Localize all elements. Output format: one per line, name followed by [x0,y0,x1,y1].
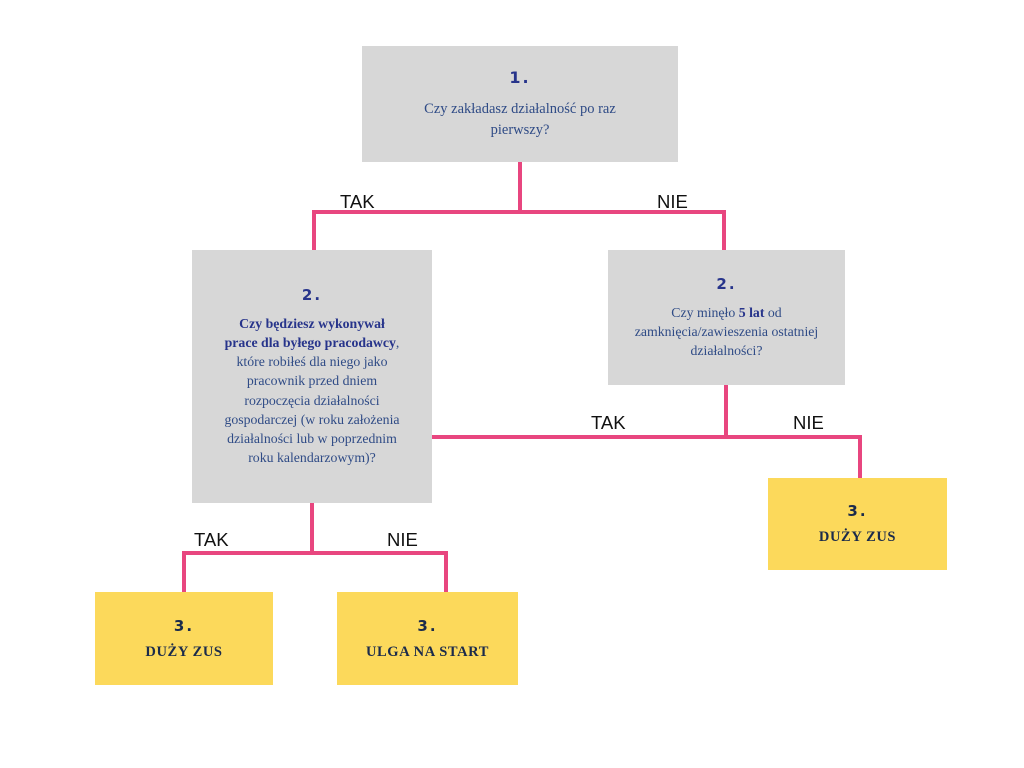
node-2-left-question-emphasis: Czy będziesz wykonywał prace dla byłego … [224,315,396,350]
node-2-left-number: 2. [301,285,323,304]
node-2-right-question: Czy minęło 5 lat od zamknięcia/zawieszen… [634,303,820,361]
decision-node-2-right[interactable]: 2. Czy minęło 5 lat od zamknięcia/zawies… [608,250,845,385]
edge-label-q2right-yes: TAK [591,412,626,433]
connector-q2left-horizontal-bar [182,551,448,555]
result-node-left[interactable]: 3. DUŻY ZUS [95,592,273,685]
result-middle-number: 3. [417,616,438,635]
result-node-right[interactable]: 3. DUŻY ZUS [768,478,947,570]
node-2-left-question: Czy będziesz wykonywał prace dla byłego … [223,314,401,468]
connector-q2left-to-result-left [182,551,186,594]
connector-q2left-to-result-middle [444,551,448,594]
connector-q2right-stem [724,385,728,437]
edge-label-q2left-no: NIE [387,529,418,550]
node-2-right-question-after: od zamknięcia/zawieszenia ostatniej dzia… [634,304,819,359]
result-right-label: DUŻY ZUS [818,529,897,545]
edge-label-q2right-no: NIE [793,412,824,433]
edge-label-q1-no: NIE [657,191,688,212]
edge-label-q1-yes: TAK [340,191,375,212]
connector-q1-stem [518,162,522,212]
connector-q2right-horizontal-bar [432,435,862,439]
connector-q1-to-q2left [312,210,316,252]
result-middle-label: ULGA NA START [365,643,490,660]
node-1-question: Czy zakładasz działalność po raz pierwsz… [424,100,616,138]
node-2-right-question-before: Czy minęło [671,304,739,320]
result-left-number: 3. [173,616,195,635]
connector-q1-horizontal-bar [312,210,726,214]
connector-q2left-stem [310,503,314,553]
node-1-number: 1. [509,67,531,87]
node-2-right-number: 2. [716,274,737,293]
result-node-middle[interactable]: 3. ULGA NA START [337,592,518,685]
decision-node-2-left[interactable]: 2. Czy będziesz wykonywał prace dla byłe… [192,250,432,503]
edge-label-q2left-yes: TAK [194,529,229,550]
decision-node-1[interactable]: 1. Czy zakładasz działalność po raz pier… [362,46,678,162]
connector-q1-to-q2right [722,210,726,252]
connector-q2right-to-result-right [858,435,862,480]
node-2-right-question-emphasis: 5 lat [738,304,765,320]
result-right-number: 3. [847,502,868,520]
result-left-label: DUŻY ZUS [145,643,223,660]
node-2-left-question-rest: , które robiłeś dla niego jako pracownik… [224,334,400,466]
